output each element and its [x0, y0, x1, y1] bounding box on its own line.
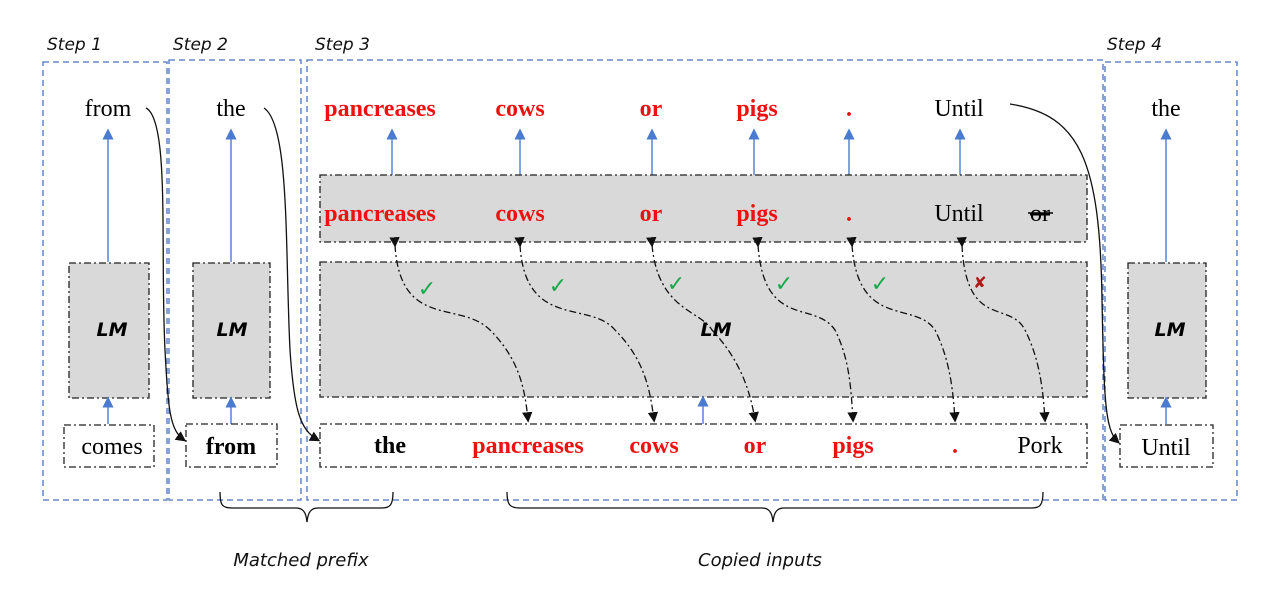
- check-icon: ✓: [418, 277, 436, 302]
- feed-arrow-step-1-to-2: [145, 107, 187, 442]
- step-3-inputs: the pancreases cows or pigs . Pork: [374, 433, 1063, 459]
- feed-arrow-step-2-to-3: [263, 107, 321, 442]
- lm-box-step-1: [68, 262, 150, 399]
- check-icon: ✓: [667, 272, 685, 297]
- verify-arrow: [514, 236, 659, 423]
- prediction-token: .: [846, 201, 852, 227]
- step-1-input: comes: [81, 434, 142, 460]
- output-token: pigs: [736, 96, 777, 122]
- lm-label: LM: [1154, 319, 1185, 341]
- copied-inputs-label: Copied inputs: [698, 550, 822, 571]
- step-4-label: Step 4: [1107, 35, 1162, 55]
- prediction-token: or: [640, 201, 663, 227]
- step-1-box: [42, 61, 168, 501]
- verify-arrow: [846, 236, 960, 423]
- input-token: Pork: [1017, 433, 1062, 459]
- input-token: the: [374, 433, 406, 459]
- output-token: or: [640, 96, 663, 122]
- matched-prefix-label: Matched prefix: [233, 550, 369, 571]
- step-2-output: the: [216, 96, 245, 122]
- matched-prefix-brace: [219, 491, 394, 523]
- input-token: or: [744, 433, 767, 459]
- lm-box-step-2: [192, 262, 271, 399]
- step-1-label: Step 1: [47, 35, 102, 55]
- lm-box-step-4: [1127, 262, 1207, 399]
- step-3-box: [306, 59, 1104, 501]
- output-token: cows: [495, 96, 544, 122]
- input-token: pancreases: [472, 433, 584, 459]
- lm-label: LM: [700, 319, 731, 341]
- check-icon: ✓: [871, 272, 889, 297]
- prediction-token: Until: [934, 201, 984, 227]
- step-4-output: the: [1151, 96, 1180, 122]
- step-1-output: from: [85, 96, 132, 122]
- input-token: cows: [629, 433, 678, 459]
- verify-arrow: [956, 236, 1050, 423]
- prediction-token: cows: [495, 201, 544, 227]
- prediction-token: pigs: [736, 201, 777, 227]
- verification-curves: [389, 236, 1050, 423]
- step-3-label: Step 3: [315, 35, 370, 55]
- input-token: pigs: [832, 433, 873, 459]
- prediction-token: pancreases: [324, 201, 436, 227]
- step-4-input: Until: [1141, 435, 1191, 461]
- cross-icon: ✘: [973, 273, 986, 292]
- lm-label: LM: [96, 319, 127, 341]
- prediction-box: [319, 174, 1088, 243]
- step-3-up-arrows: [386, 128, 966, 175]
- step-2-box: [168, 59, 302, 501]
- verify-arrow: [389, 236, 533, 423]
- verify-arrow: [646, 236, 759, 423]
- input-box-step-4: [1119, 424, 1214, 468]
- output-token: pancreases: [324, 96, 436, 122]
- check-icon: ✓: [549, 274, 567, 299]
- step-4-box: [1104, 61, 1238, 501]
- input-token: .: [952, 433, 958, 459]
- input-box-step-3: [319, 423, 1088, 468]
- step-3-predictions: pancreases cows or pigs . Until or: [324, 201, 1053, 227]
- verification-marks: ✓ ✓ ✓ ✓ ✓ ✘: [418, 272, 987, 302]
- input-box-step-2: [185, 423, 278, 468]
- check-icon: ✓: [775, 272, 793, 297]
- input-box-step-1: [63, 424, 155, 468]
- step-3-outputs: pancreases cows or pigs . Until: [324, 96, 984, 122]
- rejected-prediction-token: or: [1030, 201, 1050, 227]
- lm-label: LM: [216, 319, 247, 341]
- copied-inputs-brace: [506, 491, 1044, 523]
- step-2-label: Step 2: [173, 35, 228, 55]
- step-2-input: from: [206, 434, 256, 460]
- feed-arrow-step-3-to-4: [1009, 103, 1120, 444]
- output-token: .: [846, 96, 852, 122]
- output-token: Until: [934, 96, 984, 122]
